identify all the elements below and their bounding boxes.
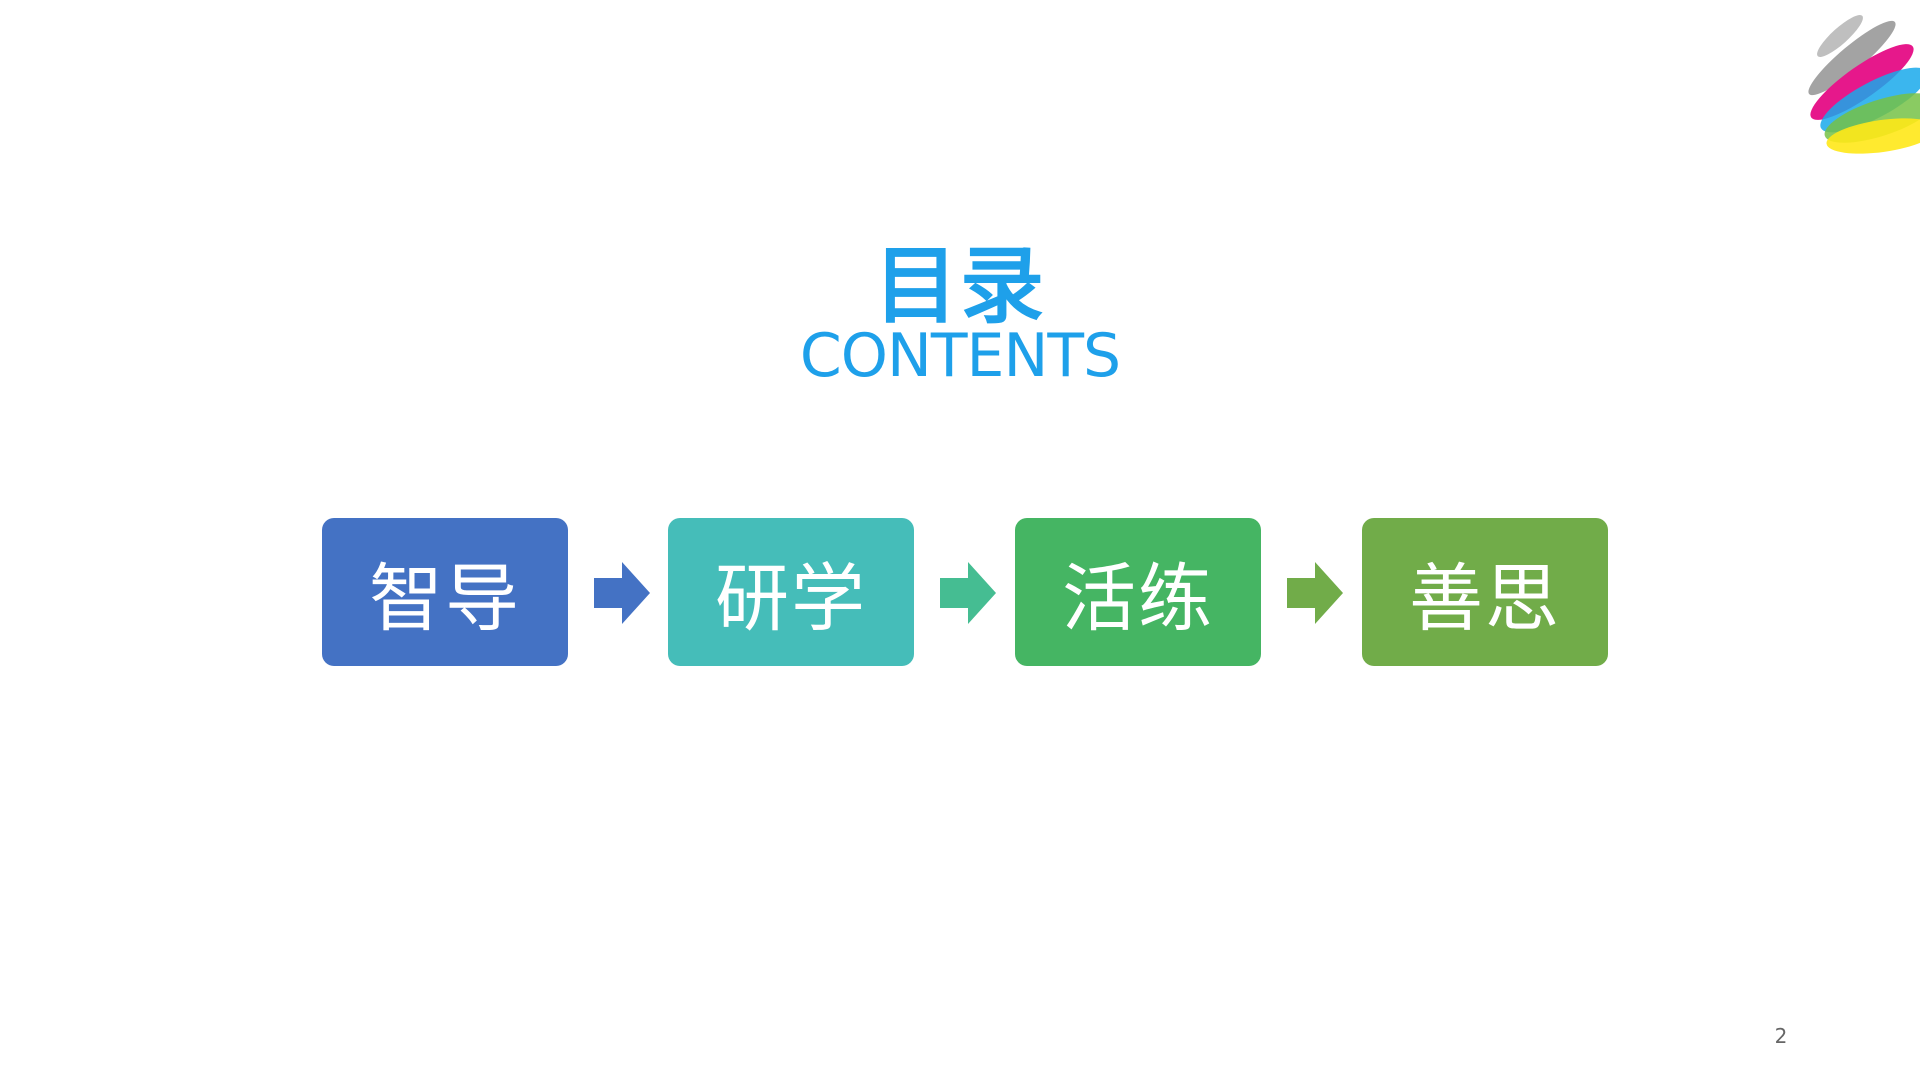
page-title: 目录 xyxy=(873,237,1046,335)
step-box-yanxue: 研学 xyxy=(668,518,914,666)
step-box-shansi: 善思 xyxy=(1362,518,1608,666)
process-flow: 智导 研学 活练 善思 xyxy=(322,518,1610,668)
step-label: 研学 xyxy=(715,555,867,642)
right-arrow-icon xyxy=(940,562,996,624)
step-label: 智导 xyxy=(369,555,521,642)
right-arrow-icon xyxy=(594,562,650,624)
step-box-zhidao: 智导 xyxy=(322,518,568,666)
page-number: 2 xyxy=(1774,1024,1788,1048)
page-subtitle: CONTENTS xyxy=(799,321,1121,391)
step-box-huolian: 活练 xyxy=(1015,518,1261,666)
step-label: 活练 xyxy=(1062,555,1214,642)
right-arrow-icon xyxy=(1287,562,1343,624)
color-feathers-logo-icon xyxy=(1808,15,1920,154)
step-label: 善思 xyxy=(1409,555,1561,642)
